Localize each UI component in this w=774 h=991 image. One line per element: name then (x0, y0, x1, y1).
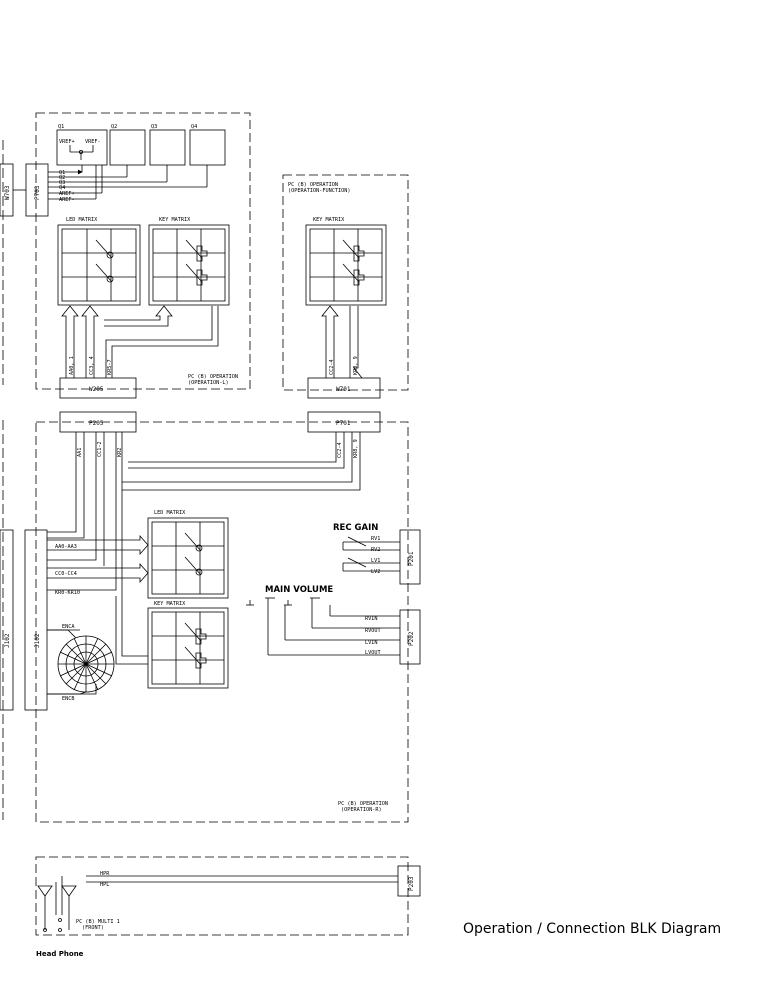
rotary-encoder (47, 629, 115, 695)
connector-w205 (59, 377, 137, 399)
label-sig-q2: Q2 (59, 175, 65, 181)
label-p205: P205 (89, 420, 104, 427)
label-w701: W701 (336, 386, 351, 393)
label-j102: J102 (34, 633, 41, 648)
label-main-volume: MAIN VOLUME (265, 585, 333, 595)
label-sig-q4: Q4 (59, 185, 65, 191)
label-cc-bus: CC0-CC4 (55, 571, 77, 577)
label-bus-cc12: CC1-2 (97, 441, 103, 457)
label-w703: W703 (4, 185, 11, 200)
label-kr-bus: KR0-KR10 (55, 590, 80, 596)
q4-block (189, 129, 226, 166)
q2-block (109, 129, 146, 166)
label-key-matrix-fn: KEY MATRIX (313, 217, 345, 223)
label-j102-left: J102 (4, 633, 11, 648)
label-lv1: LV1 (371, 558, 380, 564)
label-bus-aa1: AA1 (77, 448, 83, 457)
label-encb: ENCB (62, 696, 75, 702)
label-bus-kr57: KR5-7 (107, 359, 113, 375)
q1-block (56, 129, 108, 166)
label-bus-cc24-top: CC2-4 (329, 359, 335, 375)
board-operation-function (282, 174, 409, 391)
main-volume-circuit (246, 597, 400, 656)
key-matrix-main (147, 607, 229, 689)
labels: W703 P703 W205 P205 W701 P701 J102 J102 … (4, 124, 721, 958)
label-w205: W205 (89, 386, 104, 393)
label-board-l-name2: (OPERATION-L) (188, 380, 229, 386)
label-lv2: LV2 (371, 569, 380, 575)
label-rvin: RVIN (365, 616, 378, 622)
label-q1: Q1 (58, 124, 64, 130)
label-board-r-name2: (OPERATION-R) (341, 807, 382, 813)
label-key-matrix-top: KEY MATRIX (159, 217, 191, 223)
connector-j102-left (0, 529, 14, 711)
label-vref-minus: VREF- (85, 139, 101, 145)
rec-gain-circuit (342, 536, 400, 572)
led-matrix-main (147, 517, 229, 599)
label-bus-kr89-main: KR8, 9 (353, 439, 359, 458)
label-sig-aref-plus: AREF+ (59, 191, 75, 197)
label-bus-kr2: KR2 (117, 448, 123, 457)
label-rv2: RV2 (371, 547, 380, 553)
label-aa-bus: AA0-AA3 (55, 544, 77, 550)
label-lvin: LVIN (365, 640, 378, 646)
label-rec-gain: REC GAIN (333, 523, 378, 533)
label-q4: Q4 (191, 124, 197, 130)
connector-p203 (397, 865, 421, 897)
label-bus-cc34: CC3, 4 (89, 356, 95, 375)
q3-block (149, 129, 186, 166)
key-matrix-top (148, 224, 230, 306)
connector-j102 (24, 529, 48, 711)
label-p201: P201 (408, 551, 415, 566)
board-operation-l (35, 112, 251, 390)
top-left-buses (61, 305, 219, 378)
label-board-multi-name2: (FRONT) (82, 925, 104, 931)
label-hpr: HPR (100, 871, 110, 877)
label-lvout: LVOUT (365, 650, 381, 656)
label-board-r-name1: PC (B) OPERATION (338, 801, 388, 807)
label-bus-aa01: AA0, 1 (69, 356, 75, 375)
label-key-matrix-main: KEY MATRIX (154, 601, 186, 607)
label-board-fn-name2: (OPERATION-FUNCTION) (288, 188, 350, 194)
label-bus-cc24-main: CC2-4 (337, 442, 343, 458)
label-head-phone: Head Phone (36, 950, 84, 958)
label-sig-aref-minus: AREF- (59, 197, 75, 203)
label-hpl: HPL (100, 882, 109, 888)
label-board-fn-name1: PC (B) OPERATION (288, 182, 338, 188)
diagram-caption: Operation / Connection BLK Diagram (463, 921, 721, 937)
label-sig-q1: Q1 (59, 170, 65, 176)
key-matrix-function (305, 224, 387, 306)
label-board-multi-name1: PC (B) MULTI 1 (76, 919, 120, 925)
label-p701: P701 (336, 420, 351, 427)
led-matrix-top (57, 224, 141, 306)
q-signal-lines (48, 165, 208, 200)
label-q2: Q2 (111, 124, 117, 130)
label-bus-kr89-top: KR8, 9 (353, 356, 359, 375)
label-q3: Q3 (151, 124, 157, 130)
label-p703: P703 (34, 185, 41, 200)
main-buses (47, 432, 361, 695)
label-vref-plus: VREF+ (59, 139, 75, 145)
label-led-matrix-top: LED MATRIX (66, 217, 98, 223)
connector-p205 (59, 411, 137, 433)
top-right-buses (321, 305, 363, 379)
label-p203: P203 (408, 876, 415, 891)
label-enca: ENCA (62, 624, 75, 630)
board-operation-r (35, 421, 409, 823)
headphone-circuit (37, 875, 398, 932)
label-board-l-name1: PC (B) OPERATION (188, 374, 238, 380)
label-sig-q3: Q3 (59, 180, 65, 186)
connector-w701 (307, 377, 381, 399)
connector-p201 (399, 529, 421, 585)
connector-p202 (399, 609, 421, 665)
label-led-matrix-main: LED MATRIX (154, 510, 186, 516)
label-p202: P202 (408, 631, 415, 646)
label-rvout: RVOUT (365, 628, 381, 634)
connector-p703 (13, 163, 49, 217)
label-rv1: RV1 (371, 536, 380, 542)
